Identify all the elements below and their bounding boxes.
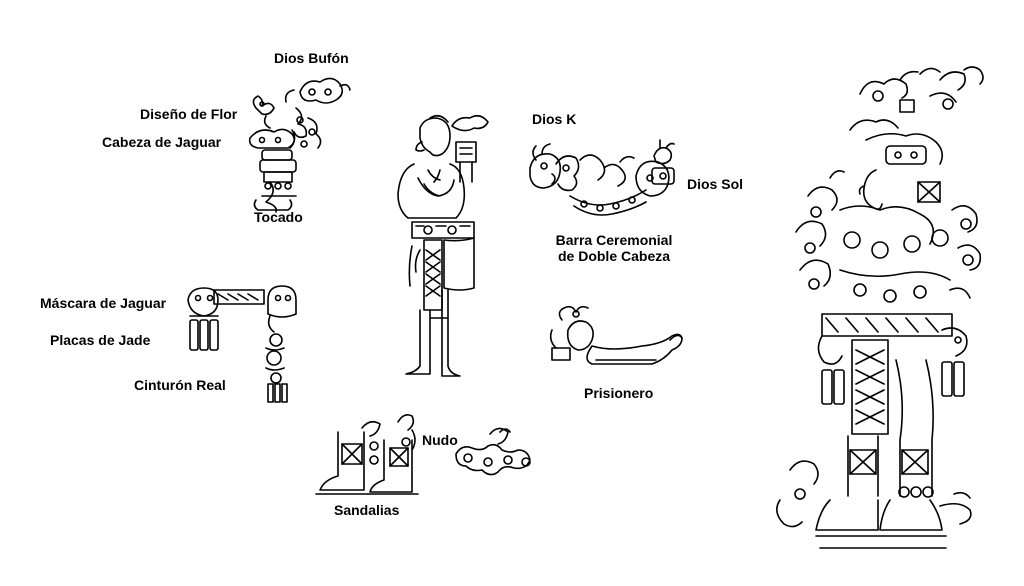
label-diseno-de-flor: Diseño de Flor bbox=[140, 106, 238, 122]
label-sandalias: Sandalias bbox=[334, 502, 400, 518]
label-barra-ceremonial: Barra Ceremonial de Doble Cabeza bbox=[550, 232, 678, 264]
label-barra-ceremonial-line2: de Doble Cabeza bbox=[557, 248, 671, 264]
full-ruler-drawing bbox=[776, 66, 984, 549]
label-dios-bufon: Dios Bufón bbox=[274, 50, 349, 66]
label-dios-k: Dios K bbox=[532, 111, 577, 127]
label-nudo: Nudo bbox=[422, 432, 458, 448]
label-cabeza-de-jaguar: Cabeza de Jaguar bbox=[102, 134, 222, 150]
label-tocado: Tocado bbox=[254, 209, 303, 225]
ceremonial-bar-drawing bbox=[529, 139, 675, 216]
royal-belt-drawing bbox=[187, 285, 297, 403]
label-placas-de-jade: Placas de Jade bbox=[50, 332, 151, 348]
label-mascara-de-jaguar: Máscara de Jaguar bbox=[40, 295, 167, 311]
label-prisionero: Prisionero bbox=[584, 385, 654, 401]
knot-drawing bbox=[455, 427, 531, 476]
label-cinturon-real: Cinturón Real bbox=[134, 377, 226, 393]
sandals-drawing bbox=[315, 414, 419, 495]
prisoner-drawing bbox=[549, 305, 683, 365]
headdress-drawing bbox=[248, 77, 351, 213]
label-dios-sol: Dios Sol bbox=[687, 176, 744, 192]
label-barra-ceremonial-line1: Barra Ceremonial bbox=[555, 232, 673, 248]
standing-figure-drawing bbox=[397, 114, 489, 377]
